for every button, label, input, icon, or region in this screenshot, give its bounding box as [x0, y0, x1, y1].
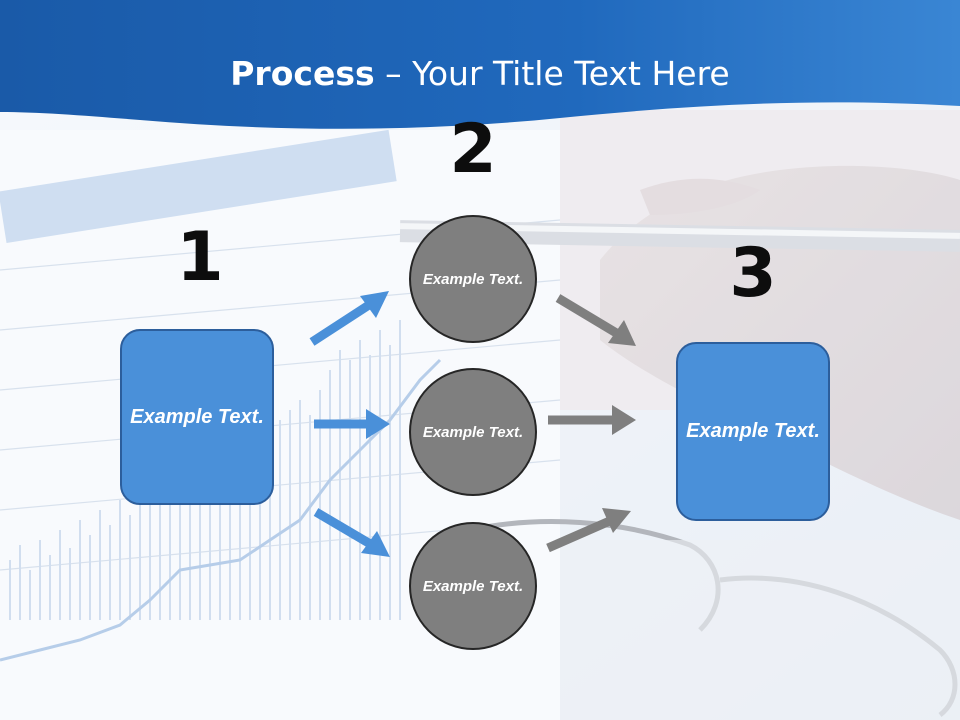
circle-middle-text: Example Text.: [422, 423, 524, 441]
circle-middle: Example Text.: [409, 368, 537, 496]
right-box: Example Text.: [676, 342, 830, 521]
circle-top: Example Text.: [409, 215, 537, 343]
circle-bottom-text: Example Text.: [422, 577, 524, 595]
left-box: Example Text.: [120, 329, 274, 505]
circle-bottom: Example Text.: [409, 522, 537, 650]
title-strong: Process: [230, 54, 375, 93]
step-number-1: 1: [176, 218, 224, 297]
step-number-2: 2: [449, 110, 497, 189]
title-rest: – Your Title Text Here: [374, 54, 730, 93]
right-box-text: Example Text.: [686, 420, 820, 442]
slide-title: Process – Your Title Text Here: [0, 52, 960, 96]
step-number-3: 3: [729, 234, 777, 313]
circle-top-text: Example Text.: [422, 270, 524, 288]
left-box-text: Example Text.: [130, 405, 264, 428]
